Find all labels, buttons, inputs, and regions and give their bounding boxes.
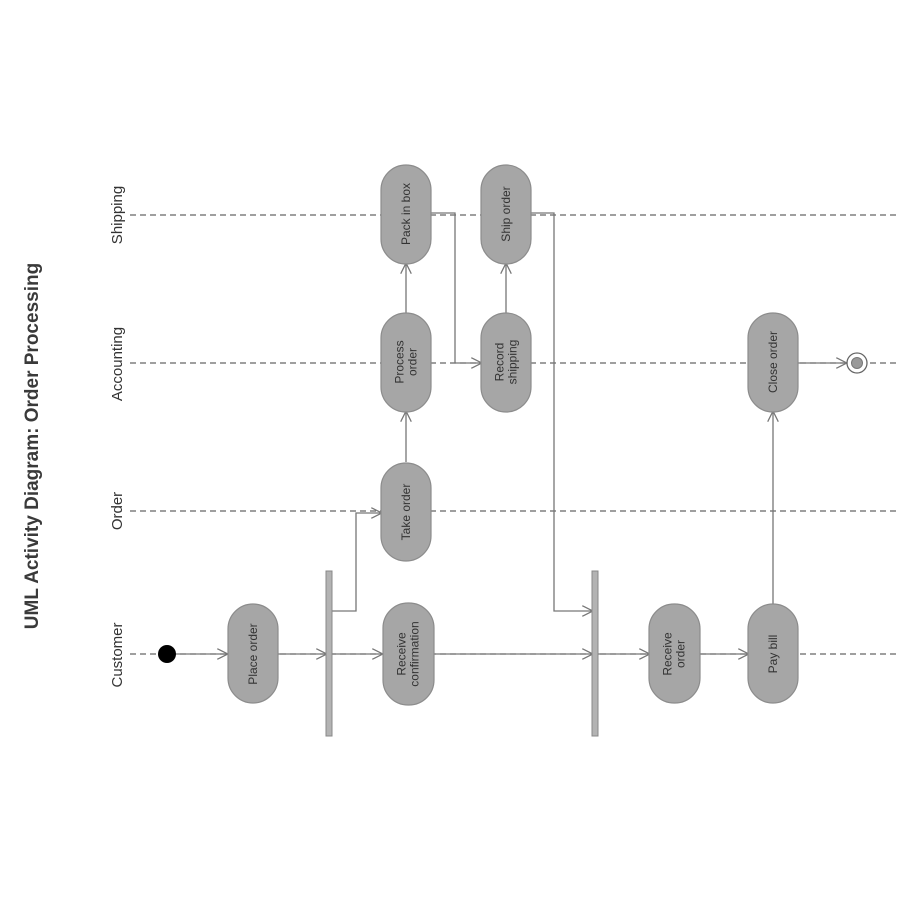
final-node xyxy=(846,352,868,374)
lane-label-shipping: Shipping xyxy=(109,186,126,244)
node-label-line: Take order xyxy=(399,484,413,541)
flow-ship-order-to-join xyxy=(531,212,592,611)
join-bar xyxy=(591,570,599,737)
node-label-line: Ship order xyxy=(499,186,513,241)
node-label-line: confirmation xyxy=(408,621,422,686)
diagram-title: UML Activity Diagram: Order Processing xyxy=(22,263,43,629)
control-flows xyxy=(175,212,846,654)
action-node-receive-confirmation[interactable] xyxy=(382,602,435,706)
node-label-line: Pack in box xyxy=(399,183,413,245)
node-label-line: Receive xyxy=(395,632,409,676)
node-label-line: Record xyxy=(493,343,507,382)
fork-bar xyxy=(325,570,333,737)
action-node-process-order[interactable] xyxy=(380,312,432,413)
node-label-line: order xyxy=(406,348,420,376)
node-label-line: shipping xyxy=(506,340,520,385)
action-node-receive-order[interactable] xyxy=(648,603,701,704)
action-node-place-order[interactable] xyxy=(227,603,279,704)
flow-fork-to-take-order xyxy=(331,513,381,612)
action-node-close-order[interactable] xyxy=(747,312,799,413)
node-label-place-order: Place order xyxy=(246,623,260,684)
node-label-pack-in-box: Pack in box xyxy=(399,183,413,245)
node-label-line: Process xyxy=(393,340,407,383)
node-label-process-order: Processorder xyxy=(393,340,420,383)
node-label-ship-order: Ship order xyxy=(499,186,513,241)
initial-node xyxy=(158,645,176,663)
node-label-pay-bill: Pay bill xyxy=(766,635,780,674)
action-node-pay-bill[interactable] xyxy=(747,603,799,704)
node-label-take-order: Take order xyxy=(399,484,413,541)
action-node-take-order[interactable] xyxy=(380,462,432,562)
node-label-line: order xyxy=(674,640,688,668)
node-label-line: Pay bill xyxy=(766,635,780,674)
node-label-close-order: Close order xyxy=(766,331,780,393)
action-node-record-shipping[interactable] xyxy=(480,312,532,413)
node-label-record-shipping: Recordshipping xyxy=(493,340,520,385)
node-label-receive-confirmation: Receiveconfirmation xyxy=(395,621,422,686)
lane-label-order: Order xyxy=(109,492,126,530)
node-label-line: Place order xyxy=(246,623,260,684)
lane-label-customer: Customer xyxy=(109,622,126,687)
node-label-receive-order: Receiveorder xyxy=(661,632,688,676)
lane-label-accounting: Accounting xyxy=(109,327,126,401)
node-label-line: Receive xyxy=(661,632,675,676)
flow-pack-in-box-to-record-shipping xyxy=(431,212,481,363)
action-node-ship-order[interactable] xyxy=(480,164,532,265)
action-node-pack-in-box[interactable] xyxy=(380,164,432,265)
node-label-line: Close order xyxy=(766,331,780,393)
